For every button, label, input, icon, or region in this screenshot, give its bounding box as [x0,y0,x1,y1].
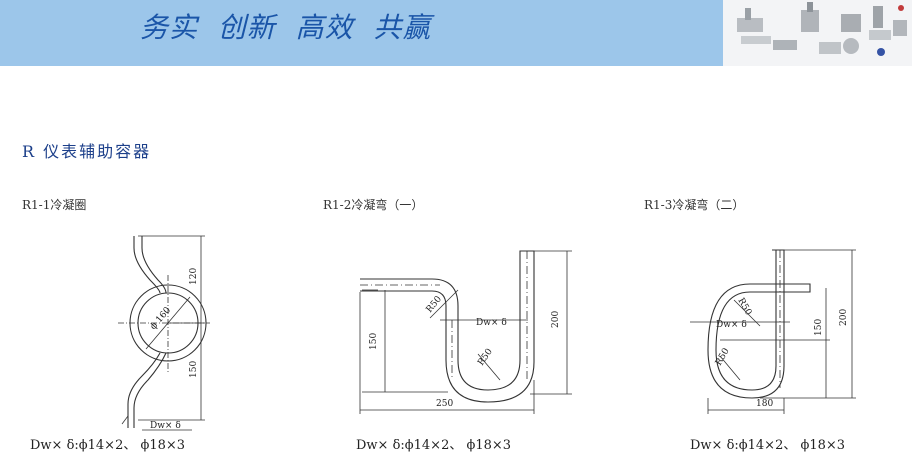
dim-bend1-height: 200 [551,311,561,328]
section-title: R 仪表辅助容器 [22,142,152,161]
dim-bend1-left: 150 [369,333,379,350]
dim-coil-diameter: ϕ 160 [149,305,174,332]
dim-bend1-tube-label: Dw× δ [476,318,507,328]
dim-bend2-tube-label: Dw× δ [716,320,747,330]
figure-title-r1-2: R1-2冷凝弯（一） [323,198,424,212]
dim-coil-bottom: 150 [189,361,199,378]
dim-bend1-radius-bottom: R50 [476,347,495,368]
dim-coil-top: 120 [189,268,199,285]
product-photo [723,0,912,66]
dim-bend2-radius-bottom: R50 [714,346,732,367]
dim-bend2-width: 180 [756,399,773,409]
spec-r1-2: Dw× δ:ϕ14×2、 ϕ18×3 [356,438,512,453]
valve-fittings-illustration [737,2,907,56]
figure-title-r1-1: R1-1冷凝圈 [22,198,87,212]
coil-drawing-r1-1 [118,235,210,431]
dim-bend2-radius-top: R50 [735,297,753,318]
company-slogan: 务实 创新 高效 共赢 [140,11,432,44]
dim-bend1-width: 250 [436,399,453,409]
dim-bend2-height: 200 [839,309,849,326]
spec-r1-3: Dw× δ:ϕ14×2、 ϕ18×3 [690,438,846,453]
dim-coil-tube-label: Dw× δ [150,421,181,431]
figure-title-r1-3: R1-3冷凝弯（二） [644,198,745,212]
dim-bend1-radius-top: R50 [425,294,445,315]
spec-r1-1: Dw× δ:ϕ14×2、 ϕ18×3 [30,438,186,453]
bend-drawing-r1-3 [690,249,856,414]
bend-drawing-r1-2 [359,250,572,414]
dim-bend2-inner: 150 [814,319,824,336]
